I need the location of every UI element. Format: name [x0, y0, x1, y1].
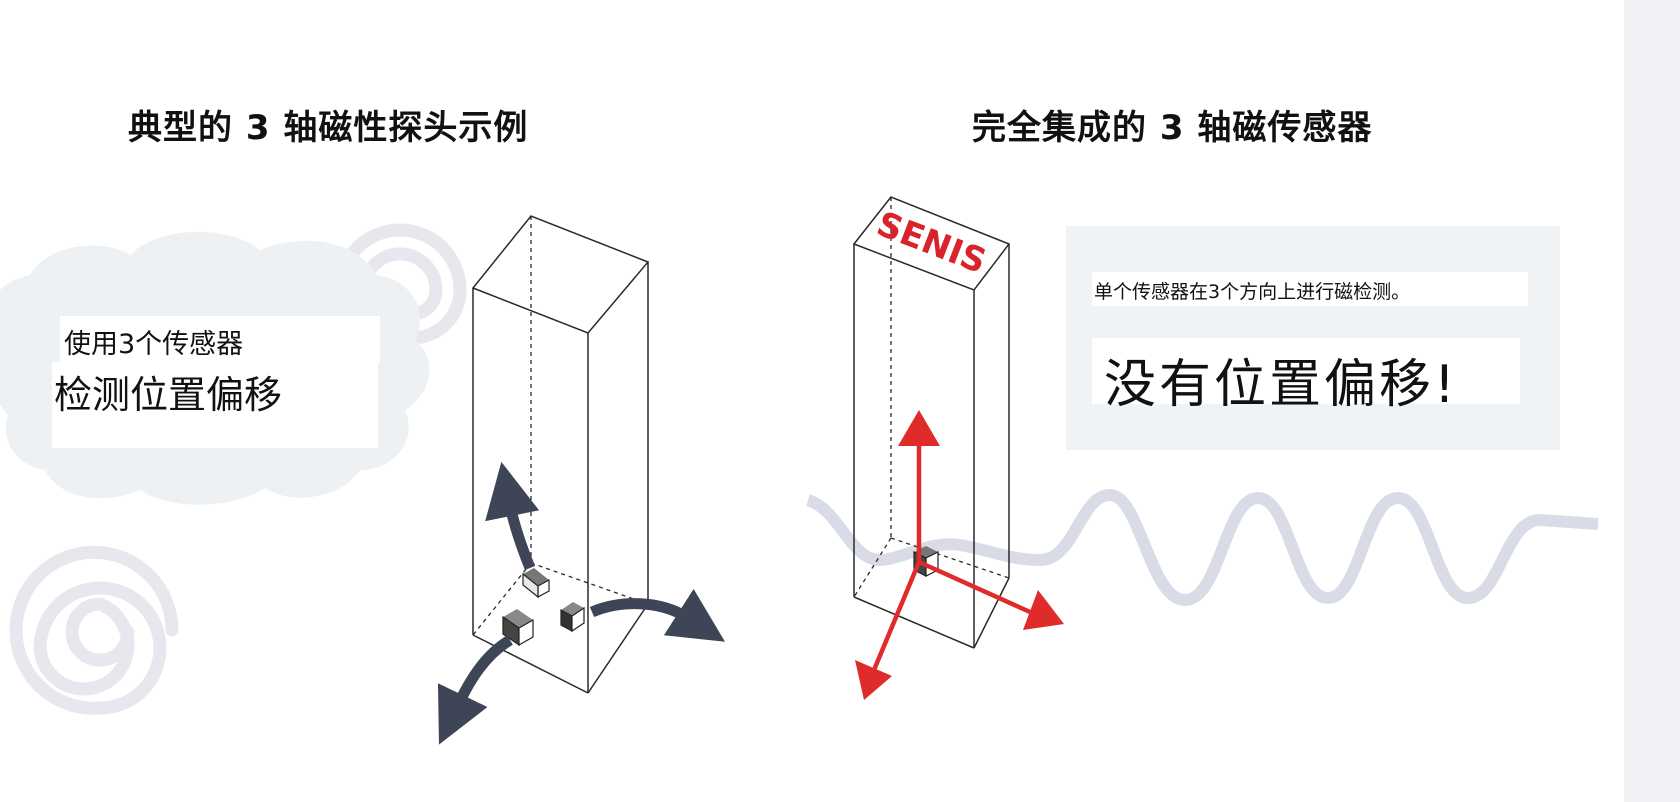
right-note-box-2 — [1092, 338, 1520, 404]
sensor-box-right — [852, 196, 1011, 649]
left-note-line-1: 使用3个传感器 — [64, 329, 244, 360]
right-note-box-1 — [1092, 272, 1528, 306]
probe-box-left-hidden-edges — [472, 216, 649, 636]
background-wave — [805, 488, 1599, 607]
red-arrow-up-head — [898, 410, 940, 446]
left-note-box-1 — [60, 316, 380, 362]
red-arrow-down-left-head — [855, 660, 892, 700]
right-panel-title: 完全集成的 3 轴磁传感器 — [972, 108, 1373, 148]
dark-arrow-right — [589, 588, 726, 642]
right-edge-strip — [1624, 0, 1680, 802]
left-panel-title: 典型的 3 轴磁性探头示例 — [128, 108, 529, 148]
sensor-box-right-hidden-edges — [853, 197, 1010, 598]
left-note-line-2: 检测位置偏移 — [54, 373, 283, 417]
background-spiral-bottom — [9, 545, 179, 715]
dark-arrow-up — [485, 461, 540, 571]
left-note-box-2 — [52, 362, 378, 448]
dark-arrow-down-left — [437, 635, 513, 745]
right-note-line-1: 单个传感器在3个方向上进行磁检测。 — [1094, 281, 1411, 303]
right-note-line-2: 没有位置偏移! — [1104, 355, 1458, 415]
red-arrow-right-head — [1023, 590, 1064, 630]
red-arrow-right-shaft — [918, 559, 1031, 615]
sensor-cube-right — [560, 602, 585, 633]
probe-box-left — [471, 215, 650, 694]
red-arrow-down-left-shaft — [871, 561, 922, 671]
sensor-cube-left — [502, 609, 534, 647]
senis-logo: SENIS — [871, 204, 991, 282]
sensor-cube-top — [522, 568, 550, 599]
